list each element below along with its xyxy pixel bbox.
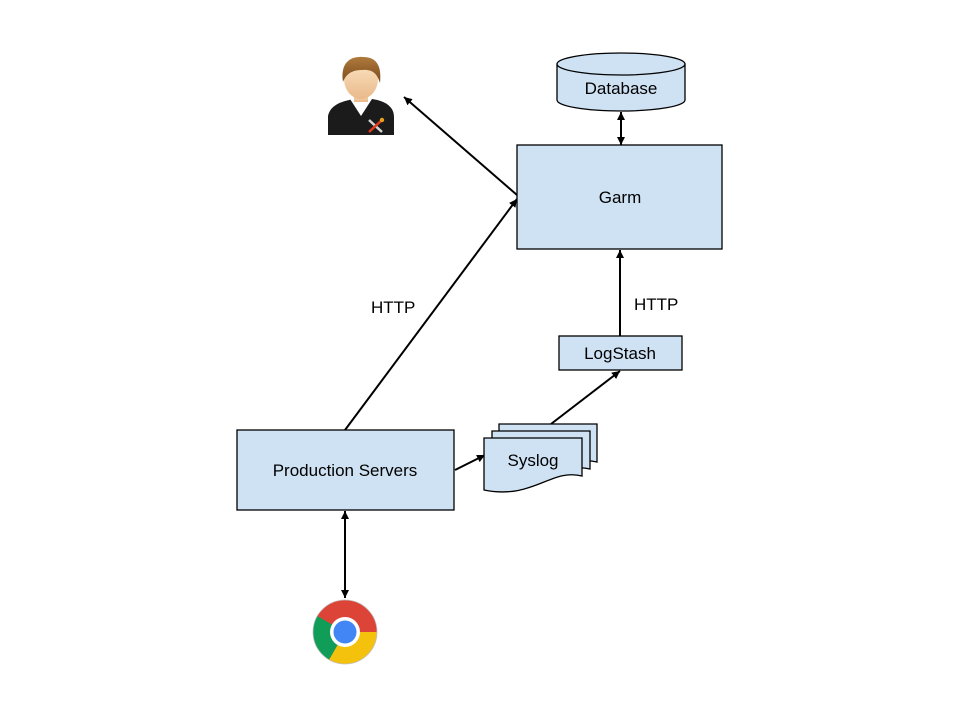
admin-user-icon <box>328 56 394 135</box>
syslog-node[interactable]: Syslog <box>483 423 598 493</box>
edge-syslog-to-logstash <box>550 370 621 425</box>
edge-servers-to-garm <box>344 198 518 431</box>
database-node[interactable]: Database <box>556 52 686 112</box>
logstash-node[interactable]: LogStash <box>558 335 683 371</box>
garm-label: Garm <box>599 188 642 207</box>
production-servers-node[interactable]: Production Servers <box>236 429 455 511</box>
edge-label-logstash-to-garm: HTTP <box>634 295 678 314</box>
edge-garm-to-admin <box>403 96 518 196</box>
database-label: Database <box>585 79 658 98</box>
syslog-label: Syslog <box>507 451 558 470</box>
production-servers-label: Production Servers <box>273 461 418 480</box>
chrome-browser-icon <box>312 599 378 665</box>
edge-label-servers-to-garm: HTTP <box>371 298 415 317</box>
logstash-label: LogStash <box>584 344 656 363</box>
garm-node[interactable]: Garm <box>516 144 723 250</box>
edge-servers-to-syslog <box>454 454 486 471</box>
